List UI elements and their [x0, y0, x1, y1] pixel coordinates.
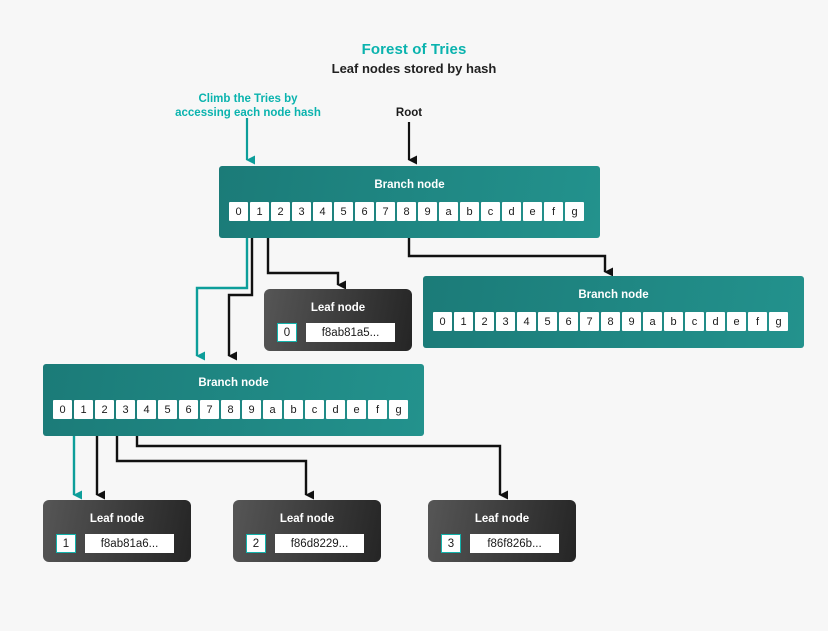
leaf-node-1-index: 1: [56, 534, 76, 553]
nibble-cell-f[interactable]: f: [544, 202, 563, 221]
climb-annotation: Climb the Tries by accessing each node h…: [168, 92, 328, 120]
nibble-cell-6[interactable]: 6: [355, 202, 374, 221]
climb-annotation-line2: accessing each node hash: [175, 107, 321, 119]
leaf-node-3-hash: f86f826b...: [470, 534, 559, 553]
leaf-node-1-label: Leaf node: [89, 513, 145, 525]
nibble-cell-1[interactable]: 1: [250, 202, 269, 221]
nibble-cell-3[interactable]: 3: [496, 312, 515, 331]
nibble-cell-6[interactable]: 6: [179, 400, 198, 419]
nibble-cell-d[interactable]: d: [706, 312, 725, 331]
leaf-node-2[interactable]: Leaf node 2 f86d8229...: [233, 500, 381, 562]
wire-lower3-to-leaf3: [135, 426, 508, 500]
page-title: Forest of Tries: [361, 41, 467, 58]
nibble-cell-9[interactable]: 9: [242, 400, 261, 419]
nibble-cell-3[interactable]: 3: [292, 202, 311, 221]
nibble-cell-d[interactable]: d: [502, 202, 521, 221]
nibble-cell-f[interactable]: f: [368, 400, 387, 419]
nibble-cell-b[interactable]: b: [460, 202, 479, 221]
leaf-node-2-row: 2 f86d8229...: [246, 534, 364, 553]
nibble-cell-a[interactable]: a: [263, 400, 282, 419]
nibble-cell-1[interactable]: 1: [454, 312, 473, 331]
nibble-cell-7[interactable]: 7: [376, 202, 395, 221]
nibble-cell-7[interactable]: 7: [580, 312, 599, 331]
leaf-node-0-label: Leaf node: [310, 302, 366, 314]
nibble-cell-2[interactable]: 2: [95, 400, 114, 419]
nibble-cell-g[interactable]: g: [389, 400, 408, 419]
nibble-cell-0[interactable]: 0: [229, 202, 248, 221]
wire-root0-to-lower-branch-teal: [195, 228, 249, 361]
leaf-node-0[interactable]: Leaf node 0 f8ab81a5...: [264, 289, 412, 351]
leaf-node-3[interactable]: Leaf node 3 f86f826b...: [428, 500, 576, 562]
nibble-cell-5[interactable]: 5: [538, 312, 557, 331]
nibble-cell-b[interactable]: b: [284, 400, 303, 419]
nibble-cell-g[interactable]: g: [769, 312, 788, 331]
leaf-node-1-hash: f8ab81a6...: [85, 534, 174, 553]
nibble-cell-e[interactable]: e: [523, 202, 542, 221]
root-annotation: Root: [379, 106, 439, 120]
nibble-cell-7[interactable]: 7: [200, 400, 219, 419]
lower-branch-node-label: Branch node: [198, 377, 269, 389]
nibble-cell-9[interactable]: 9: [622, 312, 641, 331]
nibble-cell-e[interactable]: e: [347, 400, 366, 419]
nibble-cell-0[interactable]: 0: [433, 312, 452, 331]
nibble-cell-8[interactable]: 8: [397, 202, 416, 221]
wire-lower2-to-leaf2: [115, 426, 314, 500]
nibble-cell-g[interactable]: g: [565, 202, 584, 221]
nibble-cell-b[interactable]: b: [664, 312, 683, 331]
nibble-cell-d[interactable]: d: [326, 400, 345, 419]
leaf-node-2-hash: f86d8229...: [275, 534, 364, 553]
nibble-cell-0[interactable]: 0: [53, 400, 72, 419]
nibble-cell-a[interactable]: a: [643, 312, 662, 331]
nibble-cell-4[interactable]: 4: [313, 202, 332, 221]
wire-root0-to-lower-branch: [227, 228, 254, 361]
nibble-cell-8[interactable]: 8: [221, 400, 240, 419]
root-annotation-label: Root: [395, 107, 423, 119]
climb-annotation-line1: Climb the Tries by: [198, 93, 298, 105]
leaf-node-3-index: 3: [441, 534, 461, 553]
nibble-cell-8[interactable]: 8: [601, 312, 620, 331]
leaf-node-0-hash: f8ab81a5...: [306, 323, 395, 342]
leaf-node-1-row: 1 f8ab81a6...: [56, 534, 174, 553]
nibble-cell-c[interactable]: c: [685, 312, 704, 331]
page-subtitle: Leaf nodes stored by hash: [331, 61, 497, 76]
nibble-cell-e[interactable]: e: [727, 312, 746, 331]
nibble-cell-4[interactable]: 4: [517, 312, 536, 331]
nibble-cell-c[interactable]: c: [481, 202, 500, 221]
nibble-cell-9[interactable]: 9: [418, 202, 437, 221]
nibble-cell-a[interactable]: a: [439, 202, 458, 221]
nibble-cell-2[interactable]: 2: [475, 312, 494, 331]
nibble-cell-2[interactable]: 2: [271, 202, 290, 221]
right-branch-node-label: Branch node: [578, 289, 649, 301]
leaf-node-3-label: Leaf node: [474, 513, 530, 525]
nibble-cell-4[interactable]: 4: [137, 400, 156, 419]
nibble-cell-f[interactable]: f: [748, 312, 767, 331]
leaf-node-0-index: 0: [277, 323, 297, 342]
nibble-cell-c[interactable]: c: [305, 400, 324, 419]
nibble-cell-5[interactable]: 5: [334, 202, 353, 221]
nibble-cell-3[interactable]: 3: [116, 400, 135, 419]
nibble-cell-1[interactable]: 1: [74, 400, 93, 419]
leaf-node-3-row: 3 f86f826b...: [441, 534, 559, 553]
leaf-node-1[interactable]: Leaf node 1 f8ab81a6...: [43, 500, 191, 562]
leaf-node-2-index: 2: [246, 534, 266, 553]
leaf-node-0-row: 0 f8ab81a5...: [277, 323, 395, 342]
nibble-cell-5[interactable]: 5: [158, 400, 177, 419]
root-branch-node-label: Branch node: [374, 179, 445, 191]
nibble-cell-6[interactable]: 6: [559, 312, 578, 331]
leaf-node-2-label: Leaf node: [279, 513, 335, 525]
